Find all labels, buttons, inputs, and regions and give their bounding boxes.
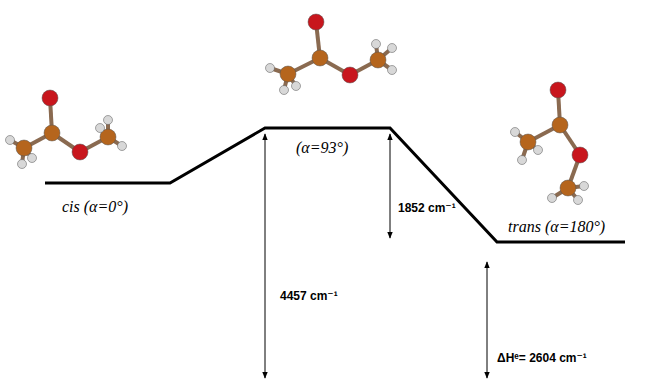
atom <box>520 134 536 150</box>
atom <box>548 194 557 203</box>
atom <box>308 14 324 30</box>
energy-arrow <box>265 134 266 378</box>
atom <box>511 128 520 137</box>
atom <box>280 66 296 82</box>
atom <box>28 154 37 163</box>
atom <box>388 44 397 53</box>
atom <box>118 142 127 151</box>
atom <box>18 160 27 169</box>
atom <box>550 82 566 98</box>
molecule-model <box>511 82 589 205</box>
atom <box>572 147 588 163</box>
atom <box>370 52 386 68</box>
atom <box>280 86 289 95</box>
atom <box>574 196 583 205</box>
state-label: cis (α=0°) <box>62 198 128 216</box>
atom <box>44 125 60 141</box>
atom <box>292 82 301 91</box>
molecule-model <box>266 14 397 95</box>
atom <box>72 144 88 160</box>
atom <box>372 40 381 49</box>
atom <box>16 140 32 156</box>
atom <box>518 156 527 165</box>
atom <box>312 50 328 66</box>
atom <box>534 146 543 155</box>
atom <box>580 182 589 191</box>
atom <box>42 90 58 106</box>
energy-arrow <box>487 262 488 378</box>
energy-arrow <box>390 134 391 238</box>
energy-value: 4457 cm⁻¹ <box>280 290 338 303</box>
energy-value: ΔHᵉ= 2604 cm⁻¹ <box>497 352 587 365</box>
atom <box>266 64 275 73</box>
atom <box>388 66 397 75</box>
atom <box>552 117 568 133</box>
state-label: trans (α=180°) <box>508 218 605 236</box>
atom <box>104 116 113 125</box>
energy-profile-line <box>45 128 625 242</box>
atom <box>342 67 358 83</box>
state-label: (α=93°) <box>296 139 348 157</box>
atom <box>96 124 105 133</box>
molecule-model <box>6 90 127 169</box>
energy-value: 1852 cm⁻¹ <box>398 202 456 215</box>
atom <box>560 180 576 196</box>
atom <box>6 136 15 145</box>
